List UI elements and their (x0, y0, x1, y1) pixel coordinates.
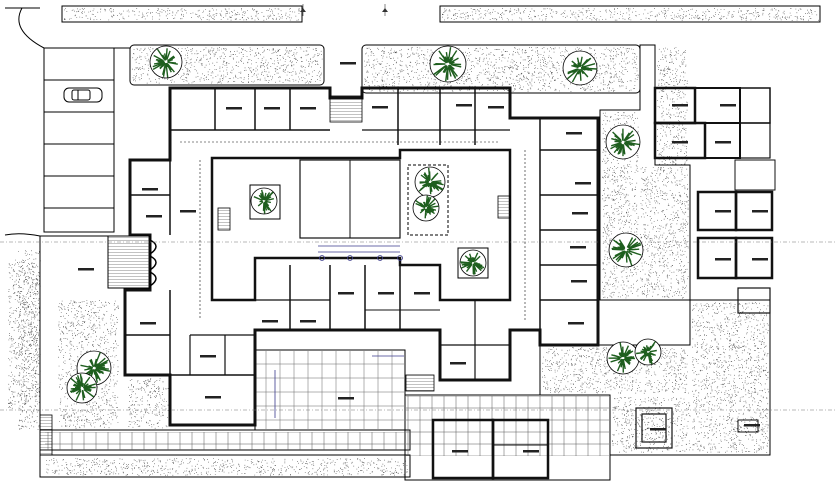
room-label-mark (650, 428, 666, 431)
tree-south-east-2 (634, 338, 662, 366)
gravel-south-left (128, 378, 169, 429)
room-label-mark (262, 320, 278, 323)
room-label-mark (566, 132, 582, 135)
room-label-mark (340, 62, 356, 65)
gravel-left-strip (46, 458, 408, 476)
service-stairs (329, 95, 363, 123)
walkway-grid (45, 432, 405, 450)
dimension-markers (274, 245, 404, 418)
room-label-mark (575, 182, 591, 185)
room-label-mark (78, 268, 94, 271)
room-label-mark (338, 292, 354, 295)
room-label-mark (338, 397, 354, 400)
tree-courtyard-east-2 (412, 194, 440, 222)
tree-courtyard-east-1 (414, 166, 446, 198)
courtyard-stairs-east (497, 195, 511, 219)
tree-west-garden-2 (66, 372, 98, 404)
room-label-mark (752, 258, 768, 261)
room-label-mark (205, 396, 221, 399)
room-label-mark (456, 104, 472, 107)
left-ramp-stairs (39, 414, 53, 456)
tree-east-2 (608, 232, 644, 268)
gravel-east-court (602, 47, 689, 299)
room-label-mark (140, 322, 156, 325)
tree-courtyard-south (459, 249, 487, 277)
room-label-mark (300, 320, 316, 323)
tree-north-center (429, 45, 467, 83)
gravel-far-left (8, 258, 39, 409)
room-label-mark (452, 450, 468, 453)
room-label-mark (715, 210, 731, 213)
tree-south-east-1 (606, 341, 640, 375)
room-label-mark (568, 322, 584, 325)
planters (249, 164, 489, 279)
room-label-mark (672, 104, 688, 107)
room-label-mark (146, 215, 162, 218)
room-label-mark (300, 107, 316, 110)
annex-buildings (431, 86, 776, 480)
room-label-mark (571, 280, 587, 283)
tree-courtyard-west (250, 187, 278, 215)
entrance-stairs (107, 235, 151, 289)
tree-east-1 (605, 124, 641, 160)
room-label-mark (715, 141, 731, 144)
room-label-mark (672, 141, 688, 144)
parked-car (63, 87, 103, 103)
south-court-grid (406, 396, 609, 456)
room-label-mark (372, 106, 388, 109)
room-label-mark (715, 258, 731, 261)
room-label-mark (142, 188, 158, 191)
room-label-mark (523, 450, 539, 453)
trees (66, 45, 662, 404)
room-label-mark (180, 210, 196, 213)
gravel-north-center (364, 47, 639, 92)
courtyard-stairs-west (217, 207, 231, 231)
section-marker-2 (382, 4, 388, 16)
room-label-mark (414, 292, 430, 295)
room-label-mark (572, 212, 588, 215)
entrance-plaza-grid (256, 351, 404, 429)
room-label-mark (570, 246, 586, 249)
room-label-mark (450, 362, 466, 365)
room-label-mark (226, 107, 242, 110)
room-tags (78, 62, 768, 453)
room-label-mark (200, 355, 216, 358)
gravel-west-garden (18, 250, 119, 430)
gravel-top-strip (63, 8, 819, 21)
south-stairs (405, 374, 435, 392)
room-label-mark (720, 104, 736, 107)
gravel-south-right (542, 302, 769, 453)
main-building (123, 86, 600, 427)
room-label-mark (744, 424, 760, 427)
stairs (39, 95, 511, 456)
entrance-arches (149, 239, 157, 287)
room-label-mark (752, 210, 768, 213)
room-label-mark (264, 107, 280, 110)
gravel-north-left (132, 47, 323, 84)
car-icon (63, 87, 103, 103)
room-label-mark (378, 292, 394, 295)
tree-north-right (562, 50, 598, 86)
tree-north-left (149, 45, 183, 79)
section-marker-1 (300, 4, 306, 16)
room-label-mark (488, 106, 504, 109)
